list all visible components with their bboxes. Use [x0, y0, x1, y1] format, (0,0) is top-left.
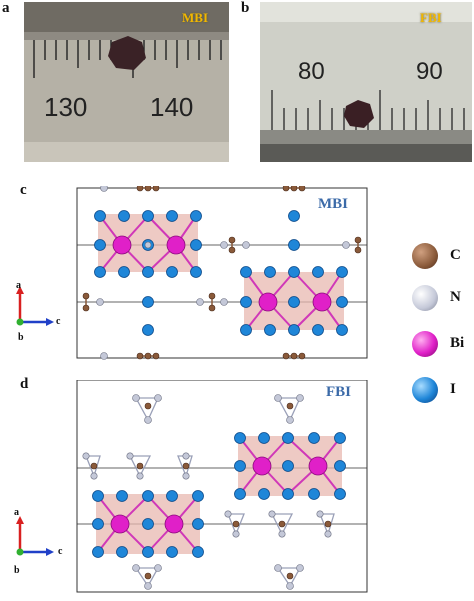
axis-label-a-c: a: [16, 280, 21, 291]
iodine-atom-icon: [412, 377, 438, 403]
panel-letter-a: a: [2, 0, 10, 16]
structure-tag-fbi: FBI: [326, 384, 352, 400]
axis-triad-c: [10, 282, 70, 347]
legend-label-c: C: [450, 247, 461, 263]
axis-label-a-d: a: [14, 507, 19, 518]
legend-label-i: I: [450, 381, 456, 397]
crystal-structure-fbi: [0, 379, 400, 601]
legend-item-bi: Bi: [412, 331, 472, 359]
photo-mbi-crystal: [24, 2, 229, 162]
axis-label-b-c: b: [18, 332, 24, 343]
axis-label-b-d: b: [14, 565, 20, 576]
ruler-number-130: 130: [44, 92, 88, 122]
photo-tag-fbi: FBI: [420, 10, 442, 25]
ruler-number-80: 80: [298, 58, 325, 85]
legend-label-bi: Bi: [450, 335, 465, 351]
photo-fbi-crystal: [260, 2, 472, 162]
legend-label-n: N: [450, 289, 461, 305]
nitrogen-atom-icon: [412, 285, 438, 311]
axis-label-c-c: c: [56, 316, 61, 327]
structure-tag-mbi: MBI: [318, 196, 348, 212]
legend-item-n: N: [412, 285, 472, 313]
panel-letter-b: b: [241, 0, 250, 16]
crystal-structure-mbi: [0, 184, 400, 367]
panel-letter-d: d: [20, 376, 29, 392]
legend-item-c: C: [412, 243, 472, 271]
carbon-atom-icon: [412, 243, 438, 269]
legend-item-i: I: [412, 377, 472, 405]
bismuth-atom-icon: [412, 331, 438, 357]
photo-tag-mbi: MBI: [182, 10, 208, 25]
ruler-number-90: 90: [416, 58, 443, 85]
panel-letter-c: c: [20, 182, 27, 198]
axis-label-c-d: c: [58, 546, 63, 557]
axis-triad-d: [10, 512, 70, 577]
ruler-number-140: 140: [150, 92, 194, 122]
